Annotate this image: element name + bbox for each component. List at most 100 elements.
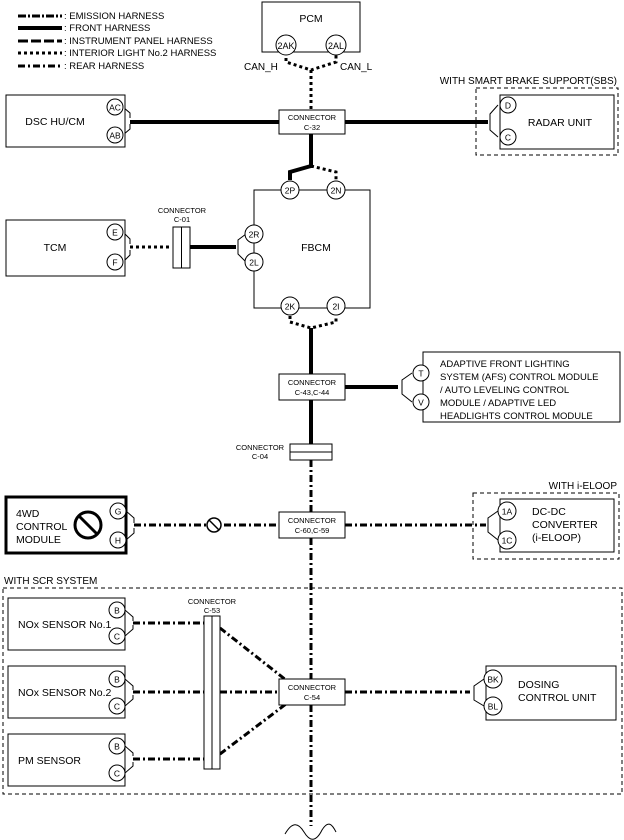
c01-line1: CONNECTOR xyxy=(158,206,207,215)
dsc-pin-ac xyxy=(106,98,124,116)
fbcm-pin-2l xyxy=(244,252,264,272)
nox1-pin-b-label: B xyxy=(114,606,120,616)
pcm-can-l-label: CAN_L xyxy=(340,62,373,73)
prohibited-icon xyxy=(73,510,103,540)
fbcm-box xyxy=(253,189,371,309)
c04-line1: CONNECTOR xyxy=(236,443,285,452)
awd-line3: MODULE xyxy=(16,534,61,546)
nox1-pin-c-label: C xyxy=(114,632,120,642)
nox2-pin-b xyxy=(108,670,126,688)
c01-line2: C-01 xyxy=(174,215,190,224)
tcm-label: TCM xyxy=(44,242,67,254)
nox2-pin-c xyxy=(108,697,126,715)
dsc-pin-ac-label: AC xyxy=(109,103,121,113)
dosing-line1: DOSING xyxy=(518,679,559,691)
c53-line2: C-53 xyxy=(204,606,220,615)
radar-pin-d-label: D xyxy=(505,101,511,111)
nox2-box xyxy=(7,665,126,719)
nox2-label: NOx SENSOR No.2 xyxy=(18,687,112,699)
legend-front-label: : FRONT HARNESS xyxy=(64,23,150,34)
dosing-pin-bk xyxy=(483,669,503,689)
wire-nox1-fork xyxy=(124,609,134,637)
tcm-pin-f xyxy=(106,253,124,271)
fbcm-pin-2r xyxy=(244,224,264,244)
afs-line5: HEADLIGHTS CONTROL MODULE xyxy=(440,411,593,422)
radar-pin-c xyxy=(499,128,517,146)
connector-c54 xyxy=(278,678,346,706)
eloop-group-label: WITH i-ELOOP xyxy=(549,481,618,492)
sbs-group-label: WITH SMART BRAKE SUPPORT(SBS) xyxy=(440,76,617,87)
nox1-box xyxy=(7,597,126,651)
legend-interior-label: : INTERIOR LIGHT No.2 HARNESS xyxy=(64,48,216,59)
dosing-pin-bk-label: BK xyxy=(487,675,499,685)
dcdc-pin-1c-label: 1C xyxy=(502,536,513,546)
afs-box xyxy=(422,351,621,423)
pcm-pin-2al xyxy=(325,34,347,56)
nox1-label: NOx SENSOR No.1 xyxy=(18,619,112,631)
afs-line3: / AUTO LEVELING CONTROL xyxy=(440,385,569,396)
dosing-box xyxy=(485,665,617,721)
pm-pin-b-label: B xyxy=(114,742,120,752)
wire-fbcm-left-fork xyxy=(237,233,247,263)
pcm-pin-2ak-label: 2AK xyxy=(277,41,294,51)
dcdc-line3: (i-ELOOP) xyxy=(532,532,581,544)
awd-line1: 4WD xyxy=(16,508,40,520)
afs-pin-t-label: T xyxy=(418,369,423,379)
pcm-can-h-label: CAN_H xyxy=(244,62,278,73)
legend: : EMISSION HARNESS : FRONT HARNESS : INS… xyxy=(18,11,216,72)
c60-line1: CONNECTOR xyxy=(288,516,337,525)
dsc-label: DSC HU/CM xyxy=(25,116,85,128)
pm-label: PM SENSOR xyxy=(18,755,81,767)
pcm-pin-2ak xyxy=(275,34,297,56)
scr-group-label: WITH SCR SYSTEM xyxy=(4,576,97,587)
dcdc-pin-1a xyxy=(497,501,517,521)
c54-line1: CONNECTOR xyxy=(288,683,337,692)
radar-label: RADAR UNIT xyxy=(528,117,593,129)
radar-box xyxy=(499,94,615,150)
nox2-pin-c-label: C xyxy=(114,702,120,712)
wire-dosing-fork xyxy=(473,678,485,707)
fbcm-pin-2i xyxy=(326,296,346,316)
wire-dcdc-fork xyxy=(487,510,499,541)
afs-pin-v-label: V xyxy=(418,398,424,408)
nox1-pin-b xyxy=(108,601,126,619)
tcm-box xyxy=(5,219,126,277)
pm-pin-b xyxy=(108,737,126,755)
fbcm-pin-2i-label: 2I xyxy=(332,302,339,312)
afs-pin-t xyxy=(412,364,430,382)
nox2-pin-b-label: B xyxy=(114,675,120,685)
dsc-pin-ab-label: AB xyxy=(109,131,121,141)
awd-pin-g-label: G xyxy=(115,507,122,517)
awd-box xyxy=(4,495,128,555)
wire-c53-c54-top xyxy=(219,626,287,682)
c53-line1: CONNECTOR xyxy=(188,597,237,606)
awd-pin-g xyxy=(109,502,127,520)
fbcm-pin-2n xyxy=(326,180,346,200)
wire-afs-fork xyxy=(401,372,413,403)
tcm-pin-e xyxy=(106,223,124,241)
c43-line1: CONNECTOR xyxy=(288,378,337,387)
wire-fbcm-2p xyxy=(288,164,312,180)
tcm-pin-f-label: F xyxy=(112,258,117,268)
eloop-group-box xyxy=(472,492,620,560)
pm-box xyxy=(7,733,126,787)
dsc-box xyxy=(5,94,126,148)
legend-instrument-label: : INSTRUMENT PANEL HARNESS xyxy=(64,36,213,47)
pcm-label: PCM xyxy=(299,13,322,25)
afs-line4: MODULE / ADAPTIVE LED xyxy=(440,398,556,409)
dcdc-line2: CONVERTER xyxy=(532,519,598,531)
wire-pm-fork xyxy=(124,745,134,774)
fbcm-pin-2n-label: 2N xyxy=(331,186,342,196)
afs-line1: ADAPTIVE FRONT LIGHTING xyxy=(440,359,570,370)
c43-line2: C-43,C-44 xyxy=(295,388,330,397)
wire-break-symbol xyxy=(284,823,337,840)
pm-pin-c xyxy=(108,764,126,782)
fbcm-pin-2k xyxy=(280,296,300,316)
connector-c43-c44 xyxy=(278,373,346,401)
sbs-group-box xyxy=(475,87,619,156)
awd-pin-h xyxy=(109,531,127,549)
afs-line2: SYSTEM (AFS) CONTROL MODULE xyxy=(440,372,599,383)
wire-pcm-can xyxy=(284,52,338,72)
wire-radar-fork xyxy=(489,104,499,138)
afs-pin-v xyxy=(412,393,430,411)
